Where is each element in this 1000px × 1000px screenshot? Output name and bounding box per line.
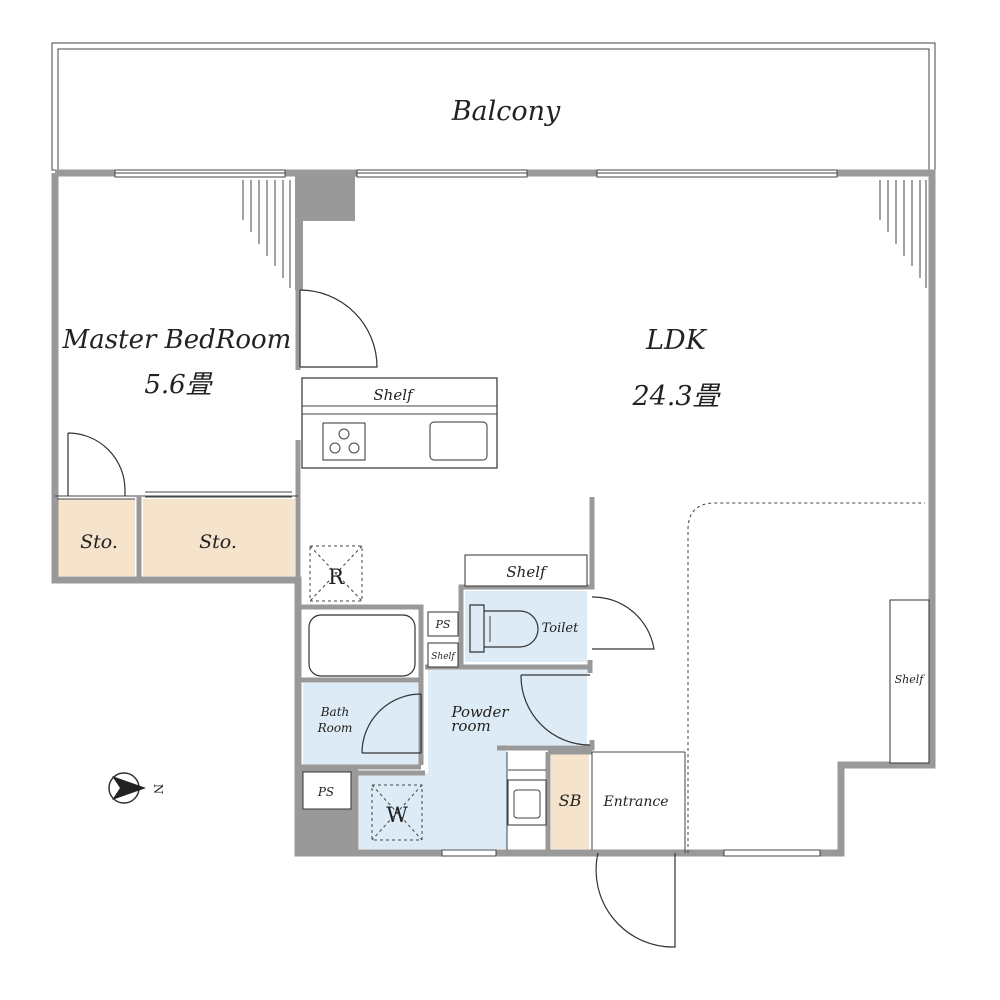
refrigerator-label: R: [328, 565, 345, 589]
small-shelf-label: Shelf: [431, 652, 456, 662]
ldk-size: 24.3畳: [631, 381, 721, 412]
small-shelf-box: [427, 642, 459, 668]
bath-label-line1: Bath: [320, 705, 350, 719]
entrance-shelf-label: Shelf: [895, 673, 926, 686]
storage-2-floor: [143, 499, 295, 576]
toilet-bowl: [469, 604, 539, 653]
entrance-label: Entrance: [602, 794, 668, 810]
powder-label-line1: Powder: [450, 703, 509, 721]
storage-door: [67, 432, 126, 496]
sink: [429, 421, 488, 461]
toilet-shelf-label: Shelf: [506, 563, 548, 581]
ldk-label: LDK: [645, 325, 708, 356]
shoe-box-label: SB: [559, 791, 582, 810]
bath-label-line2: Room: [317, 721, 353, 735]
kitchen-shelf-label: Shelf: [373, 386, 415, 404]
toilet-shelf-box: [464, 554, 588, 587]
curtain-bedroom: [242, 180, 291, 288]
washer-label: W: [386, 803, 408, 827]
master-bedroom-size: 5.6畳: [144, 370, 213, 400]
storage-2-label: Sto.: [199, 531, 237, 553]
window-bottom-2: [723, 849, 821, 857]
ps-box-1: [427, 611, 459, 637]
toilet-label: Toilet: [542, 621, 579, 636]
powder-room-floor: [359, 667, 587, 849]
washer-space: [371, 784, 423, 841]
curtain-ldk: [879, 180, 927, 288]
bath-door: [361, 693, 422, 754]
window-bottom-1: [441, 849, 497, 857]
entrance-shelf-box: [889, 599, 930, 764]
powder-label-line2: room: [451, 717, 490, 735]
compass-label: N: [151, 784, 165, 795]
ps-2-label: PS: [317, 785, 334, 799]
toilet-floor: [465, 591, 587, 662]
ps-box-2: [302, 771, 352, 810]
balcony-label: Balcony: [451, 96, 561, 127]
compass: [108, 772, 146, 804]
refrigerator-space: [309, 545, 363, 602]
bedroom-door: [299, 289, 378, 368]
structural-column: [295, 173, 355, 290]
powder-room-door: [520, 674, 591, 746]
ps-1-label: PS: [435, 618, 451, 631]
master-bedroom-label: Master BedRoom: [62, 325, 292, 355]
shoe-box-floor: [551, 753, 589, 849]
bathtub: [308, 614, 416, 677]
entrance-door: [595, 852, 676, 948]
storage-1-label: Sto.: [80, 531, 118, 553]
vanity: [507, 779, 547, 826]
exterior-wall: [51, 169, 936, 857]
stove: [322, 422, 366, 461]
storage-1-floor: [57, 499, 135, 576]
ldk-dashed-area: [687, 502, 925, 853]
toilet-door: [591, 596, 655, 650]
